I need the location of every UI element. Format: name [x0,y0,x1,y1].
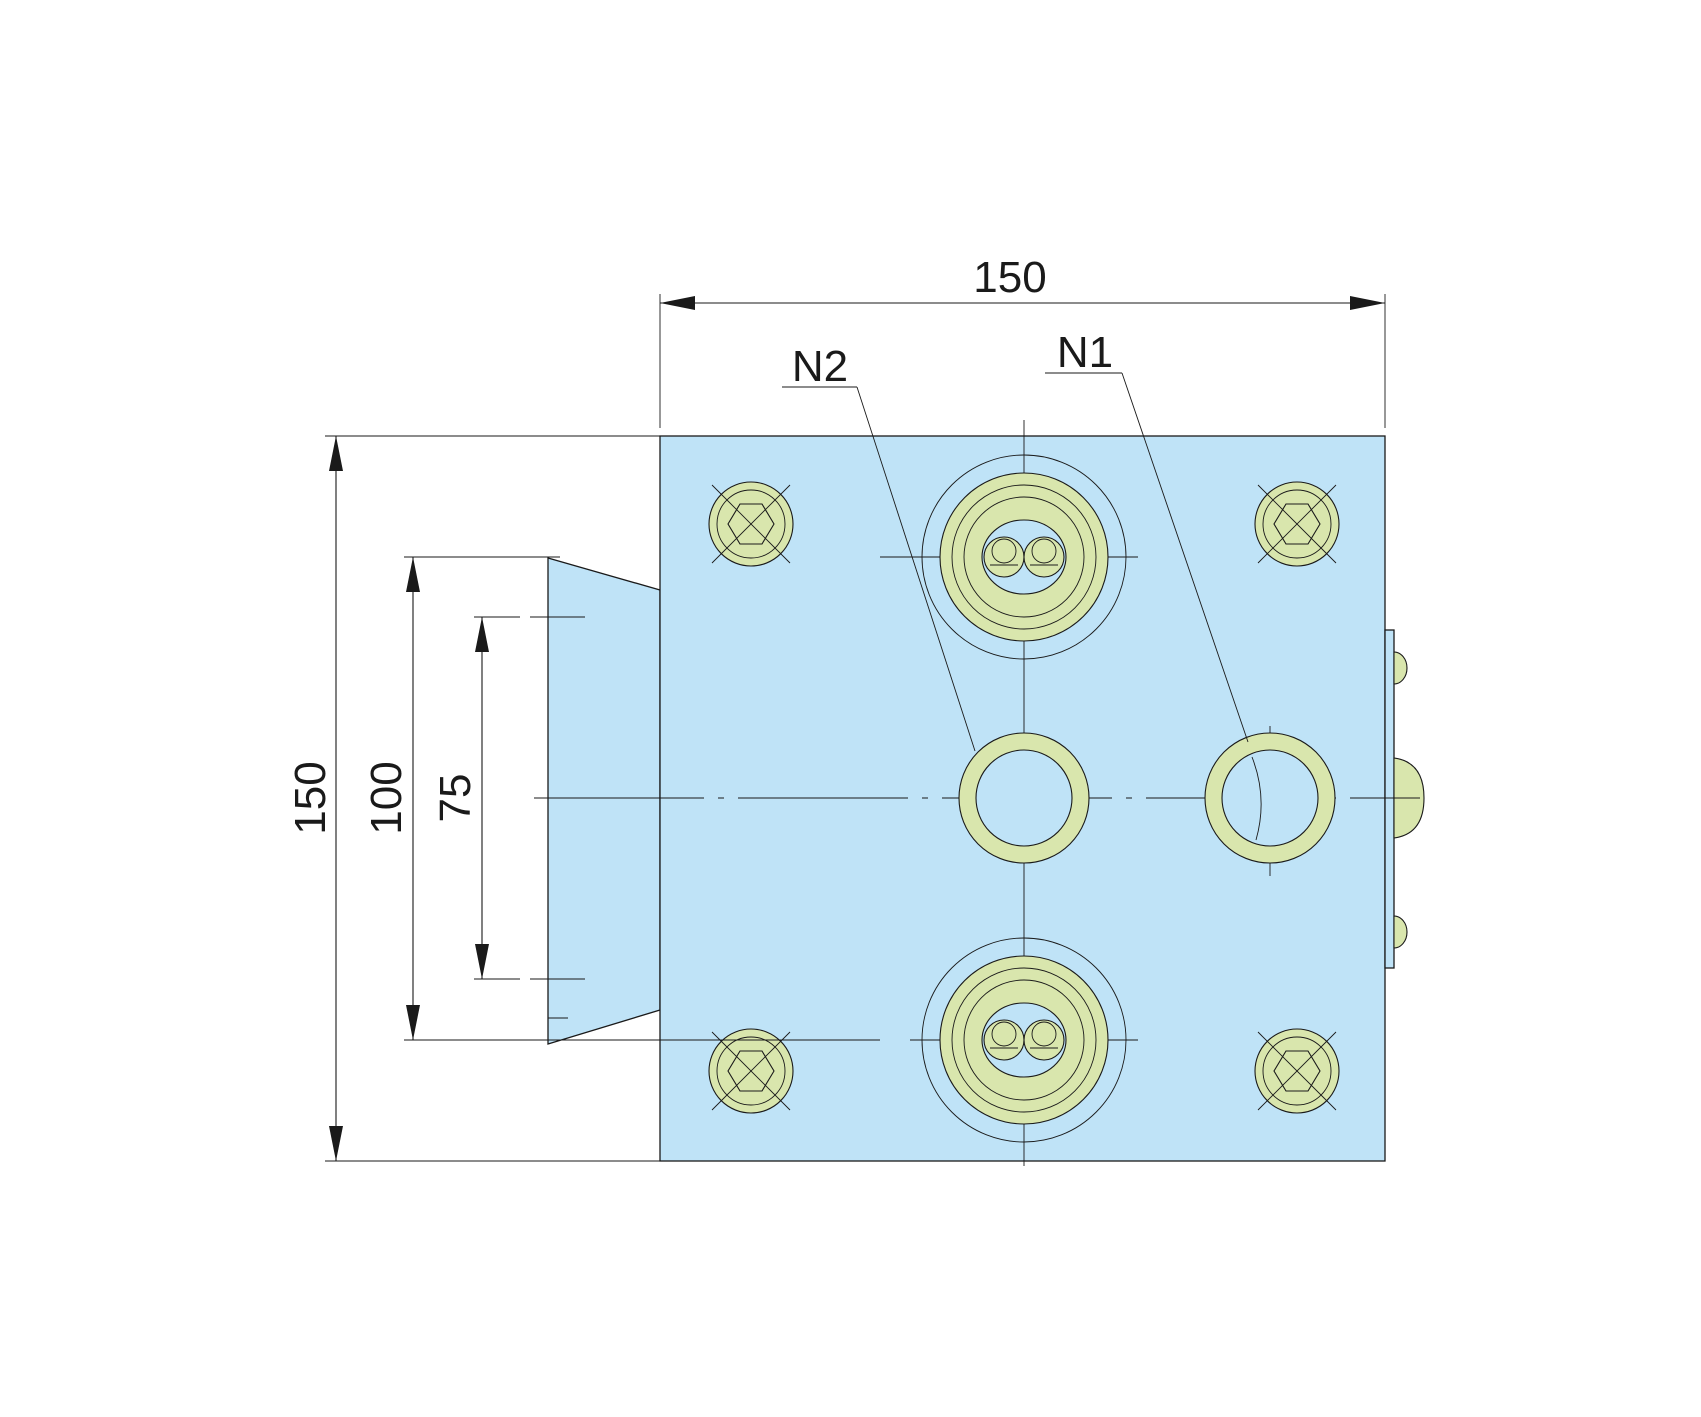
n1-leader [1045,372,1249,743]
n2-label: N2 [792,342,848,391]
bolt-top-right [1254,481,1340,567]
n2-leader [782,386,976,752]
bottom-port [921,937,1127,1143]
bolt-top-left [708,481,794,567]
bolt-bottom-left [708,1028,794,1114]
side-knob-bottom [1393,915,1408,949]
top-port [921,454,1127,660]
side-cover [1384,629,1395,969]
dimension-inner-height [404,556,880,1041]
dimension-left-height [325,435,660,1162]
dimension-top-width-label: 150 [973,253,1046,302]
dimension-inner-height-label: 100 [362,761,411,834]
dimension-port-spacing-label: 75 [431,774,480,823]
n2-port [958,732,1090,864]
side-knob-top [1393,651,1408,685]
dimension-top-width [659,294,1386,428]
n1-label: N1 [1057,328,1113,377]
dimension-port-spacing [474,616,585,980]
bolt-bottom-right [1254,1028,1340,1114]
side-adapter [547,557,661,1045]
dimension-left-height-label: 150 [286,761,335,834]
n1-port [1204,732,1336,864]
